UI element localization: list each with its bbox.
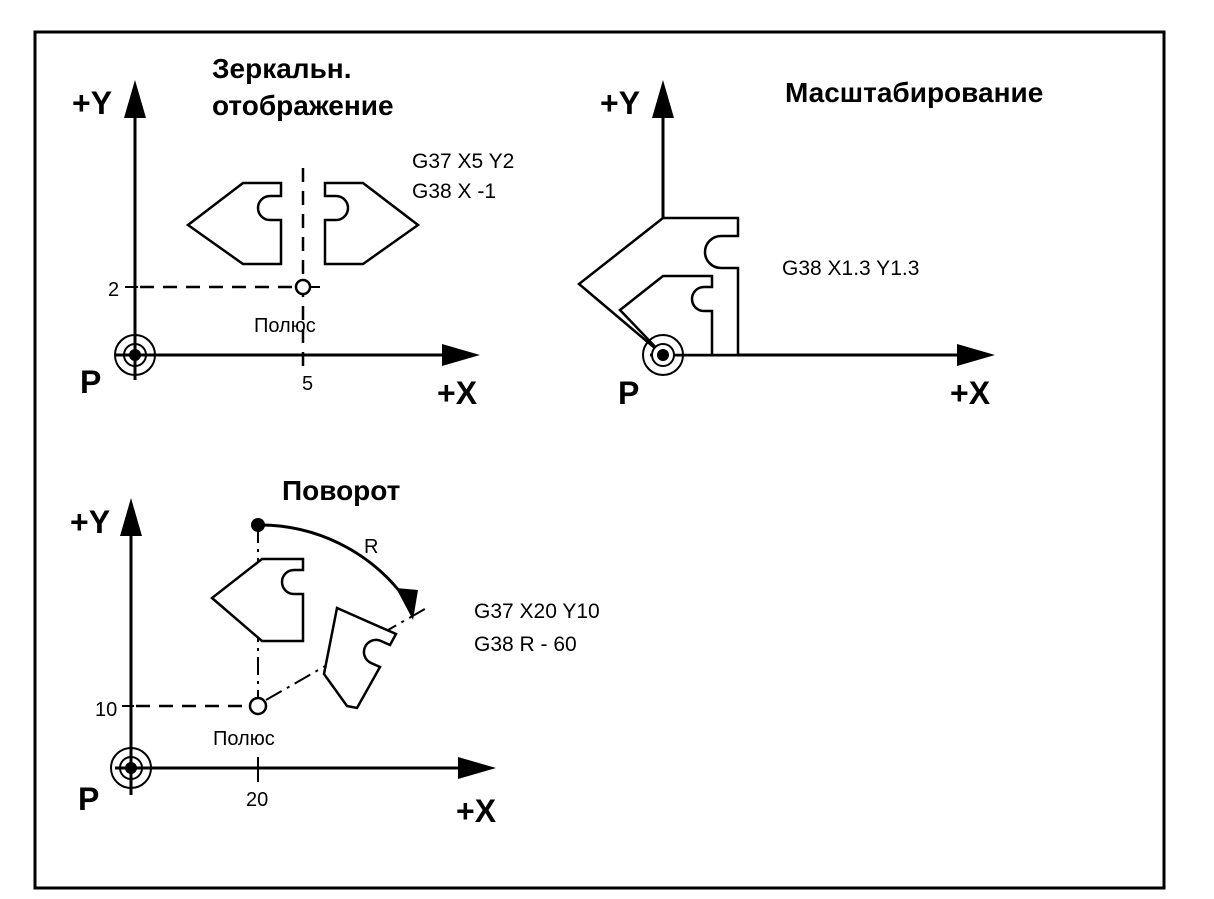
mirror-pole-label: Полюс [254, 315, 316, 337]
rotation-original-part [210, 557, 305, 643]
mirror-y-arrow [124, 80, 146, 118]
scaling-axis-y-label: +Y [600, 85, 640, 121]
mirror-tick-x-label: 5 [302, 373, 313, 395]
mirror-reflected-part [323, 181, 421, 266]
rotation-arc-start-dot [251, 518, 265, 532]
rotation-tick-x-label: 20 [246, 789, 268, 811]
rotation-code-line1: G37 X20 Y10 [474, 600, 600, 623]
scaling-code-line1: G38 X1.3 Y1.3 [782, 257, 919, 280]
mirror-origin-marker [114, 334, 156, 376]
rotation-rotated-ray [265, 605, 431, 701]
mirror-title-line2: отображение [212, 90, 394, 121]
rotation-y-arrow [120, 498, 142, 536]
mirror-code-line1: G37 X5 Y2 [412, 150, 514, 173]
rotation-radius-label: R [364, 536, 378, 558]
rotation-axis-x-label: +X [456, 793, 497, 829]
rotation-arc [257, 523, 406, 598]
rotation-code-line2: G38 R - 60 [474, 633, 577, 656]
scaling-x-arrow [957, 344, 995, 366]
rotation-axis-y-label: +Y [70, 504, 110, 540]
rotation-origin-label: P [78, 781, 99, 817]
scaling-axis-x-label: +X [950, 375, 991, 411]
mirror-title-line1: Зеркальн. [212, 53, 352, 84]
mirror-pole-marker [294, 278, 312, 296]
mirror-tick-y-label: 2 [108, 279, 119, 301]
rotation-rotated-part [322, 606, 398, 710]
scaling-panel: +Y +X P Масштабирование G38 X1.3 Y1.3 [577, 77, 1043, 411]
rotation-tick-y-label: 10 [95, 699, 117, 721]
mirror-original-part [185, 181, 283, 266]
rotation-pole-label: Полюс [213, 728, 275, 750]
diagram-frame [33, 30, 1166, 890]
rotation-arc-arrow [396, 588, 418, 620]
scaling-origin-marker [642, 334, 684, 376]
scaling-y-arrow [652, 80, 674, 118]
rotation-pole-marker [248, 696, 268, 716]
scaling-origin-label: P [618, 375, 639, 411]
mirror-axis-y-label: +Y [72, 85, 112, 121]
scaling-title: Масштабирование [785, 77, 1043, 108]
rotation-origin-marker [110, 747, 152, 789]
rotation-panel: +Y +X P Поворот G37 X20 Y10 G38 R - 60 1… [70, 475, 600, 829]
scaling-original-part [618, 274, 714, 357]
mirror-code-line2: G38 X -1 [412, 180, 496, 203]
mirror-origin-label: P [80, 364, 101, 400]
rotation-title: Поворот [282, 475, 400, 506]
mirror-panel: +Y +X P Зеркальн. отображение G37 X5 Y2 … [72, 53, 514, 411]
mirror-axis-x-label: +X [437, 375, 478, 411]
rotation-x-arrow [458, 757, 496, 779]
mirror-x-arrow [442, 344, 480, 366]
